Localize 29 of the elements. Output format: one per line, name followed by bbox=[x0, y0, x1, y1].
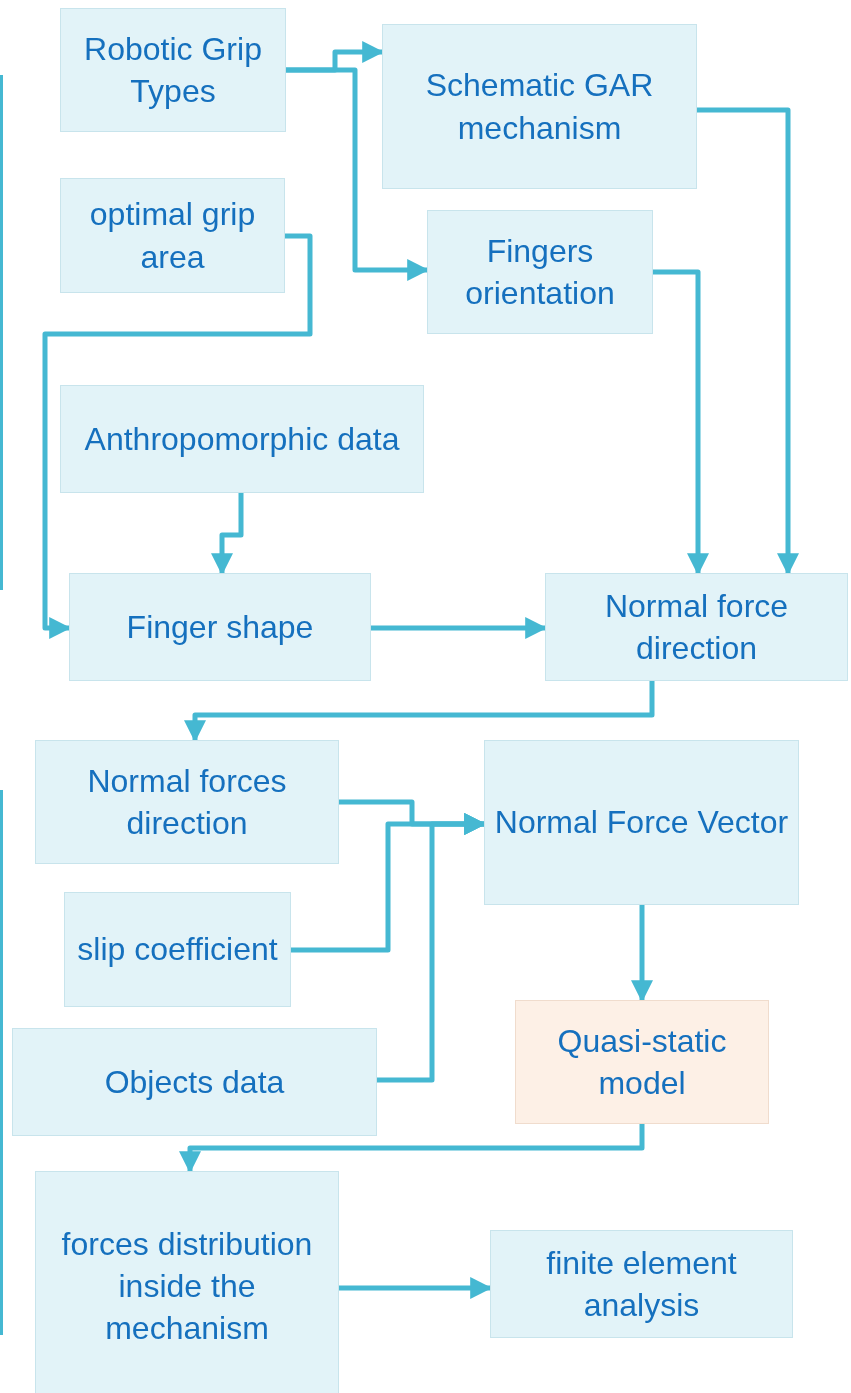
process-box bbox=[69, 573, 371, 681]
process-box bbox=[35, 1171, 339, 1393]
box-label: forces distribution inside the mechanism bbox=[60, 1224, 314, 1349]
process-box bbox=[382, 24, 697, 189]
box-label: slip coefficient bbox=[77, 930, 278, 970]
box-label: Objects data bbox=[104, 1062, 285, 1102]
arrow bbox=[42, 233, 313, 639]
process-box bbox=[545, 573, 848, 681]
box-label: Anthropomorphic data bbox=[84, 419, 400, 459]
box-label: Normal Force Vector bbox=[494, 803, 789, 843]
box-label: finite element analysis bbox=[545, 1243, 738, 1325]
process-box bbox=[60, 178, 285, 293]
box-label: Schematic GAR mechanism bbox=[424, 66, 655, 148]
process-box bbox=[484, 740, 799, 905]
box-label: Normal force direction bbox=[603, 586, 790, 668]
process-box bbox=[60, 385, 424, 493]
box-label: Finger shape bbox=[126, 607, 314, 647]
process-box bbox=[60, 8, 286, 132]
box-label: Fingers orientation bbox=[464, 231, 616, 313]
process-box bbox=[64, 892, 291, 1007]
process-box bbox=[35, 740, 339, 864]
box-label: Robotic Grip Types bbox=[83, 29, 263, 111]
box-label: optimal grip area bbox=[88, 195, 257, 277]
process-box bbox=[427, 210, 653, 334]
process-box bbox=[515, 1000, 769, 1124]
process-box bbox=[12, 1028, 377, 1136]
box-label: Normal forces direction bbox=[86, 761, 288, 843]
box-label: Quasi-static model bbox=[556, 1021, 728, 1103]
process-box bbox=[490, 1230, 793, 1338]
